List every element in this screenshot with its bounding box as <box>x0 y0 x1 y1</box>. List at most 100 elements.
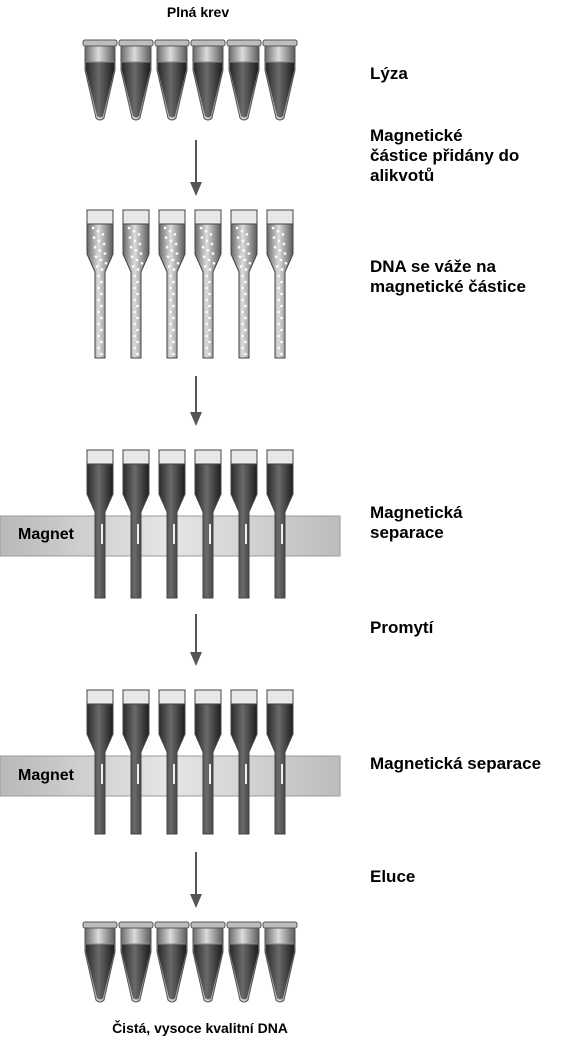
tube-row2-4-particle <box>210 233 213 236</box>
tube-row2-1-particle <box>100 259 103 262</box>
tube-row2-1-particle <box>104 252 107 255</box>
tube-row2-5-particle <box>244 317 247 320</box>
tube-row4-2-pellet <box>137 764 139 784</box>
magnet-label-1: Magnet <box>18 526 74 544</box>
tube-row2-4-particle <box>209 268 212 271</box>
arrow-down-icon-head <box>190 182 202 196</box>
tube-row2-3-particle <box>169 299 172 302</box>
tube-row2-1-particle <box>100 317 103 320</box>
tube-row2-4-particle <box>205 335 208 338</box>
tube-row2-3-particle <box>164 227 167 230</box>
arrow-down-icon <box>190 376 202 426</box>
tube-row2-3-particle <box>175 243 178 246</box>
tube-row5-4 <box>191 922 225 1002</box>
tube-row2-2-particle <box>133 323 136 326</box>
tube-row4-3-pellet <box>173 764 175 784</box>
tube-row2-2-particle <box>133 359 136 362</box>
tube-row2-4-particle <box>208 259 211 262</box>
tube-row2-1-particle <box>97 287 100 290</box>
tube-row3-5-pellet <box>245 524 247 544</box>
tube-row2-6-particle <box>277 335 280 338</box>
tube-row1-5 <box>227 40 261 120</box>
tube-row2-6-particle <box>277 347 280 350</box>
tube-row2-2-particle <box>133 275 136 278</box>
tube-row2-2-particle <box>140 252 143 255</box>
tube-row5-1 <box>83 922 117 1002</box>
tube-row2-5-particle <box>237 236 240 239</box>
tube-row2-6-particle <box>277 299 280 302</box>
tube-row1-2 <box>119 40 153 120</box>
tube-row2-5-particle <box>244 293 247 296</box>
tube-row2-2-particle <box>133 230 136 233</box>
tube-row2-6-particle <box>285 262 288 265</box>
tube-row2-5-particle <box>247 243 250 246</box>
tube-row2-3-particle <box>168 265 171 268</box>
tube-row2-5-particle <box>244 341 247 344</box>
tube-row2-3-particle <box>173 268 176 271</box>
tube-row2-1-particle <box>97 230 100 233</box>
tube-row2-4-particle <box>205 347 208 350</box>
tube-row4-1-opening <box>87 690 113 704</box>
tube-row2-3-opening <box>159 210 185 224</box>
tube-row2-6-body <box>267 210 293 358</box>
tube-row2-3-particle <box>166 246 169 249</box>
tube-row2-4-particle <box>205 311 208 314</box>
tube-row2-2-particle <box>138 233 141 236</box>
tube-row2-6-particle <box>280 305 283 308</box>
tube-row5-6 <box>263 922 297 1002</box>
tube-row5-2-rim <box>119 922 153 928</box>
tube-row2-2-particle <box>136 293 139 296</box>
tube-row2-1-body <box>87 210 113 358</box>
tube-row2-3-particle <box>172 281 175 284</box>
tube-row2-3-particle <box>172 329 175 332</box>
tube-row2-3-particle <box>169 275 172 278</box>
tube-row2-4-particle <box>213 262 216 265</box>
tube-row4-6-opening <box>267 690 293 704</box>
tube-row4-5-pellet <box>245 764 247 784</box>
tube-row2-1-particle <box>100 341 103 344</box>
arrow-down-icon <box>190 852 202 908</box>
tube-row2-6-particle <box>280 293 283 296</box>
tube-row2-1-particle <box>97 359 100 362</box>
tube-row2-2-particle <box>133 347 136 350</box>
tube-row2-1-particle <box>100 293 103 296</box>
tube-row1-4-rim <box>191 40 225 46</box>
tube-row2-5-body <box>231 210 257 358</box>
tube-row2-5-particle <box>244 365 247 368</box>
tube-row2-5-particle <box>249 262 252 265</box>
tube-row4-3-opening <box>159 690 185 704</box>
bottom-label: Čistá, vysoce kvalitní DNA <box>60 1020 340 1036</box>
tube-row2-4 <box>195 210 221 367</box>
tube-row2-2-particle <box>133 311 136 314</box>
tube-row2-5-particle <box>238 246 241 249</box>
tube-row3-2-opening <box>123 450 149 464</box>
tube-row2-5-particle <box>241 275 244 278</box>
tube-row2-4-particle <box>203 255 206 258</box>
tube-row2-5-particle <box>241 287 244 290</box>
tube-row2-5-particle <box>241 323 244 326</box>
tube-row2-5-particle <box>244 329 247 332</box>
tube-row4-5-opening <box>231 690 257 704</box>
top-label: Plná krev <box>133 4 263 20</box>
tube-row1-3-rim <box>155 40 189 46</box>
tube-row2-4-particle <box>207 249 210 252</box>
tube-row2-5-particle <box>244 305 247 308</box>
tube-row4-2-opening <box>123 690 149 704</box>
tube-row4-4-opening <box>195 690 221 704</box>
tube-row2-4-particle <box>208 353 211 356</box>
tube-row3-6-pellet <box>281 524 283 544</box>
arrow-down-icon-head <box>190 412 202 426</box>
tube-row2-5-particle <box>241 299 244 302</box>
tube-row2-4-particle <box>201 236 204 239</box>
tube-row2-3-particle <box>172 365 175 368</box>
tube-row4-1-pellet <box>101 764 103 784</box>
tube-row2-2-particle <box>136 365 139 368</box>
step-caption-magnetic-separation-1: Magnetická separace <box>370 503 463 543</box>
tube-row2-2-particle <box>129 236 132 239</box>
tube-row2-6-particle <box>280 259 283 262</box>
magnet-label-2: Magnet <box>18 767 74 785</box>
tube-row2-2-particle <box>128 227 131 230</box>
tube-row5-3-rim <box>155 922 189 928</box>
arrow-down-icon <box>190 140 202 196</box>
tube-row2-6-particle <box>284 252 287 255</box>
